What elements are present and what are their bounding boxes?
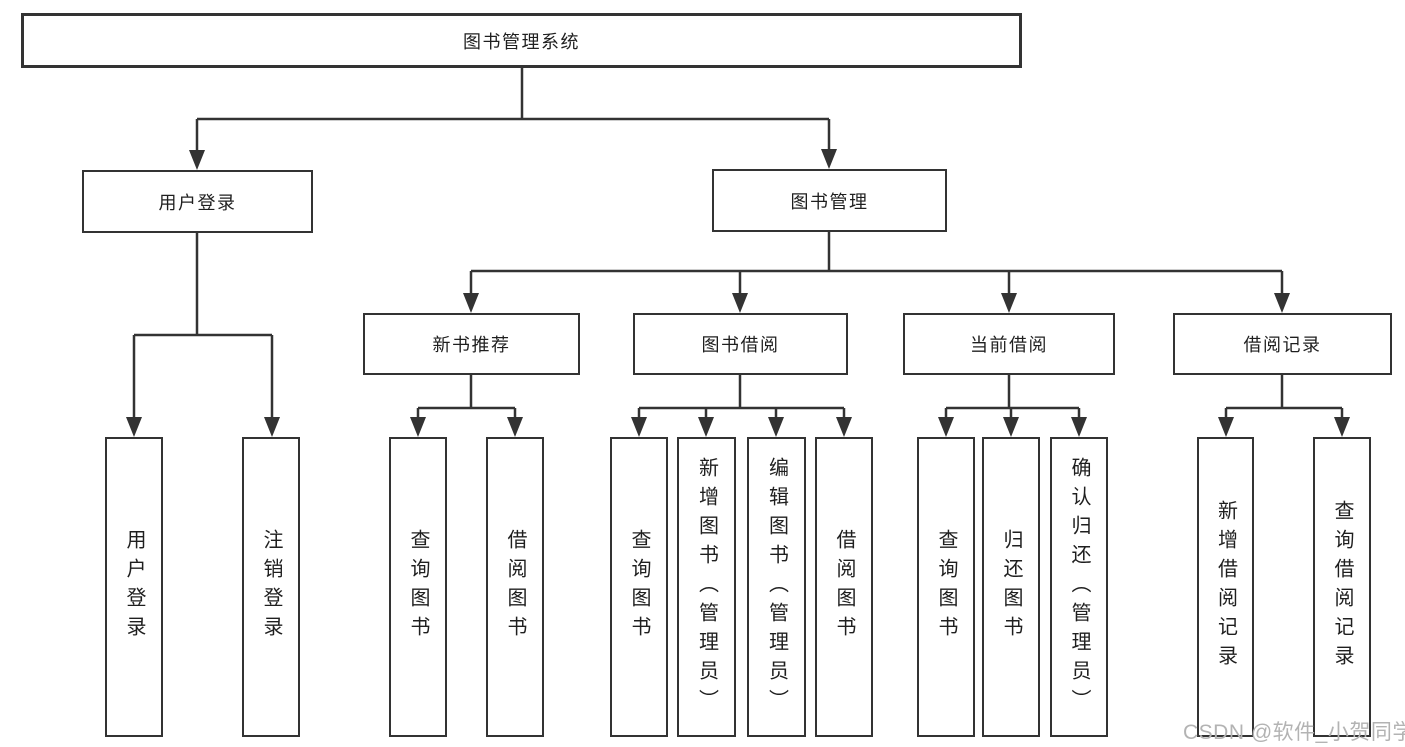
arrow-down-icon [126,417,142,437]
node-label: 图书借阅 [701,335,780,355]
node-label: 查询图书 [935,529,957,645]
leaf-query-borrow-record: 查询借阅记录 [1313,437,1371,737]
arrow-down-icon [768,417,784,437]
arrow-down-icon [189,150,205,170]
arrow-down-icon [698,417,714,437]
node-label: 注销登录 [260,529,282,645]
node-user-login: 用户登录 [82,170,313,233]
arrow-down-icon [1001,293,1017,313]
node-label: 查询图书 [628,529,650,645]
csdn-watermark: CSDN @软件_小贺同学 [1183,721,1405,744]
arrow-down-icon [507,417,523,437]
arrow-down-icon [732,293,748,313]
node-label: 查询图书 [407,529,429,645]
arrow-down-icon [463,293,479,313]
leaf-query-books-recommend: 查询图书 [389,437,447,737]
leaf-return-book: 归还图书 [982,437,1040,737]
node-label: 归还图书 [1000,529,1022,645]
node-current-borrowing: 当前借阅 [903,313,1115,375]
node-label: 用户登录 [123,529,145,645]
arrow-down-icon [836,417,852,437]
node-label: 借阅图书 [504,529,526,645]
leaf-add-book-admin: 新增图书（管理员） [677,437,736,737]
arrow-down-icon [264,417,280,437]
leaf-query-books-current: 查询图书 [917,437,975,737]
node-label: 借阅图书 [833,529,855,645]
leaf-borrow-books: 借阅图书 [815,437,873,737]
leaf-logout: 注销登录 [242,437,300,737]
arrow-down-icon [1218,417,1234,437]
node-label: 图书管理 [790,191,869,212]
node-label: 新书推荐 [432,335,511,355]
arrow-down-icon [631,417,647,437]
arrow-down-icon [1003,417,1019,437]
tree-edges [132,68,1344,421]
node-label: 当前借阅 [970,335,1048,355]
node-label: 借阅记录 [1243,335,1322,355]
leaf-borrow-books-recommend: 借阅图书 [486,437,544,737]
node-book-borrowing: 图书借阅 [633,313,848,375]
leaf-edit-book-admin: 编辑图书（管理员） [747,437,806,737]
arrow-down-icon [1071,417,1087,437]
leaf-user-login: 用户登录 [105,437,163,737]
arrow-down-icon [410,417,426,437]
node-new-book-recommendation: 新书推荐 [363,313,580,375]
node-label: 新增图书（管理员） [695,456,718,718]
node-label: 编辑图书（管理员） [765,456,788,718]
node-label: 图书管理系统 [463,31,580,52]
arrowheads [126,149,1350,437]
node-label: 确认归还（管理员） [1068,456,1090,718]
arrow-down-icon [1274,293,1290,313]
node-book-management: 图书管理 [712,169,947,232]
leaf-add-borrow-record: 新增借阅记录 [1197,437,1254,737]
node-label: 用户登录 [158,192,237,213]
arrow-down-icon [821,149,837,169]
leaf-confirm-return-admin: 确认归还（管理员） [1050,437,1108,737]
arrow-down-icon [1334,417,1350,437]
leaf-query-books-borrowing: 查询图书 [610,437,668,737]
node-library-management-system: 图书管理系统 [21,13,1022,68]
node-label: 新增借阅记录 [1214,500,1237,674]
node-label: 查询借阅记录 [1331,500,1353,674]
node-borrowing-records: 借阅记录 [1173,313,1392,375]
arrow-down-icon [938,417,954,437]
